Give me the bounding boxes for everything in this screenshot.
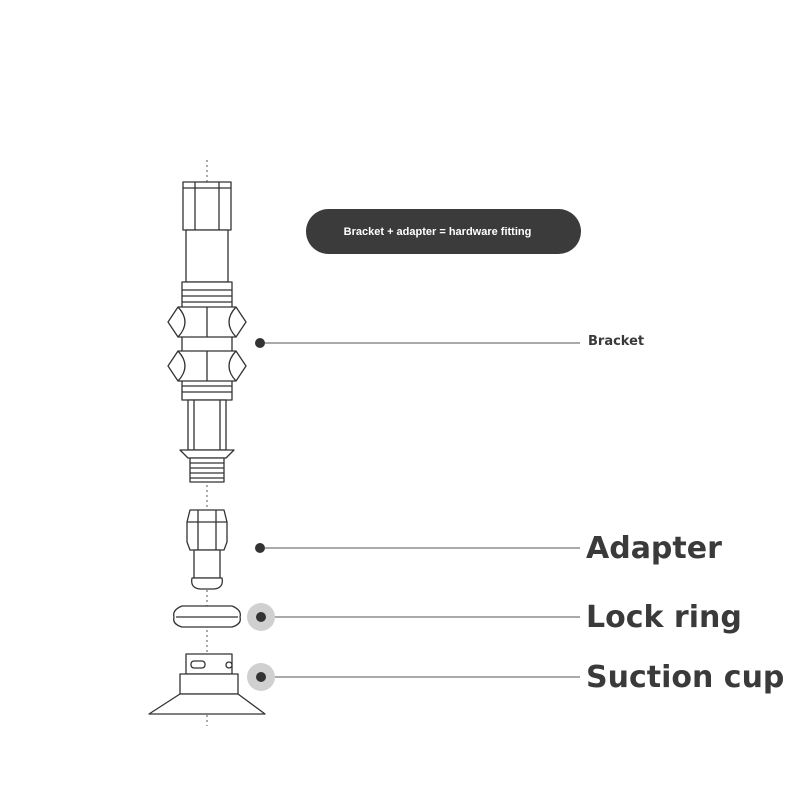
- lock-ring-part: [173, 605, 241, 628]
- suction-cup-label: Suction cup: [586, 660, 785, 695]
- adapter-part: [186, 509, 228, 590]
- callout-bracket: [255, 338, 580, 348]
- assembly-note-badge: Bracket + adapter = hardware fitting: [306, 209, 581, 254]
- adapter-label: Adapter: [586, 531, 722, 566]
- suction-cup-part: [148, 653, 266, 715]
- callout-adapter: [255, 543, 580, 553]
- callout-lock-ring: [247, 603, 580, 631]
- callout-suction-cup: [247, 663, 580, 691]
- lock-ring-label: Lock ring: [586, 600, 742, 635]
- bracket-part: [167, 181, 247, 483]
- bracket-label: Bracket: [588, 334, 645, 349]
